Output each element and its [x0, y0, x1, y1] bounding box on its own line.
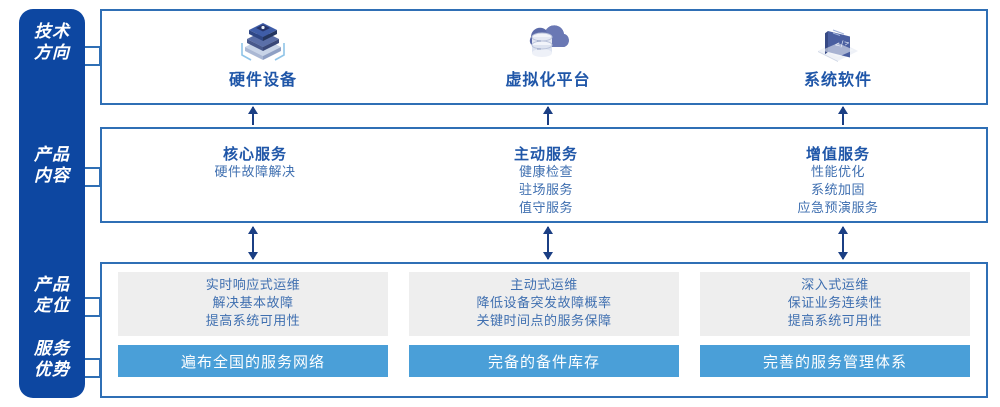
- content-item: 系统加固: [810, 183, 865, 198]
- arrow-up-virtualization: [543, 106, 553, 125]
- server-stack-icon: [233, 17, 293, 63]
- positioning-column-3[interactable]: 深入式运维 保证业务连续性 提高系统可用性 完善的服务管理体系: [700, 272, 970, 377]
- positioning-item: 解决基本故障: [212, 296, 294, 311]
- advantage-band-2[interactable]: 完备的备件库存: [409, 345, 679, 377]
- product-content-section: [100, 127, 988, 223]
- content-column-value-added-service[interactable]: 增值服务 性能优化 系统加固 应急预演服务: [690, 127, 986, 223]
- advantage-band-1[interactable]: 遍布全国的服务网络: [118, 345, 388, 377]
- cloud-database-icon: [518, 17, 578, 63]
- connector-line: [85, 376, 101, 378]
- content-item: 应急预演服务: [797, 201, 879, 216]
- arrow-bidirectional-left: [248, 226, 258, 260]
- positioning-item: 保证业务连续性: [787, 296, 883, 311]
- connector-line: [85, 297, 101, 299]
- tech-label-hardware: 硬件设备: [228, 70, 297, 89]
- connector-line: [85, 358, 101, 360]
- content-column-proactive-service[interactable]: 主动服务 健康检查 驻场服务 值守服务: [398, 127, 694, 223]
- rail-label-tech-direction: 技术 方向: [34, 22, 70, 63]
- content-item: 性能优化: [810, 165, 865, 180]
- connector-line: [85, 167, 101, 169]
- connector-line: [85, 185, 101, 187]
- tech-column-system-software[interactable]: </> 系统软件: [690, 9, 986, 105]
- positioning-item: 深入式运维: [801, 278, 869, 293]
- rail-label-service-advantage: 服务 优势: [34, 339, 70, 380]
- content-item: 值守服务: [518, 201, 573, 216]
- content-column-core-service[interactable]: 核心服务 硬件故障解决: [107, 127, 403, 223]
- positioning-column-1[interactable]: 实时响应式运维 解决基本故障 提高系统可用性 遍布全国的服务网络: [118, 272, 388, 377]
- positioning-panel-3: 深入式运维 保证业务连续性 提高系统可用性: [700, 272, 970, 336]
- rail-label-product-content: 产品 内容: [34, 145, 70, 186]
- positioning-item: 提高系统可用性: [205, 314, 301, 329]
- tech-column-hardware[interactable]: 硬件设备: [115, 9, 411, 105]
- positioning-panel-2: 主动式运维 降低设备突发故障概率 关键时间点的服务保障: [409, 272, 679, 336]
- positioning-column-2[interactable]: 主动式运维 降低设备突发故障概率 关键时间点的服务保障 完备的备件库存: [409, 272, 679, 377]
- tech-label-system-software: 系统软件: [803, 70, 872, 89]
- tech-label-virtualization: 虚拟化平台: [505, 70, 591, 89]
- content-item: 驻场服务: [518, 183, 573, 198]
- content-title-proactive-service: 主动服务: [513, 145, 578, 163]
- connector-line: [85, 315, 101, 317]
- laptop-code-icon: </>: [808, 17, 868, 63]
- connector-line: [85, 64, 101, 66]
- positioning-item: 实时响应式运维: [205, 278, 301, 293]
- advantage-band-3[interactable]: 完善的服务管理体系: [700, 345, 970, 377]
- svg-text:</>: </>: [834, 38, 850, 49]
- arrow-bidirectional-middle: [543, 226, 553, 260]
- positioning-item: 降低设备突发故障概率: [476, 296, 612, 311]
- arrow-bidirectional-right: [838, 226, 848, 260]
- arrow-up-hardware: [248, 106, 258, 125]
- positioning-panel-1: 实时响应式运维 解决基本故障 提高系统可用性: [118, 272, 388, 336]
- category-rail: [19, 9, 85, 398]
- content-title-core-service: 核心服务: [222, 145, 287, 163]
- tech-column-virtualization[interactable]: 虚拟化平台: [400, 9, 696, 105]
- content-title-value-added-service: 增值服务: [805, 145, 870, 163]
- arrow-up-system-software: [838, 106, 848, 125]
- positioning-item: 主动式运维: [510, 278, 578, 293]
- positioning-item: 关键时间点的服务保障: [476, 314, 612, 329]
- content-item: 硬件故障解决: [214, 165, 296, 180]
- content-item: 健康检查: [518, 165, 573, 180]
- positioning-item: 提高系统可用性: [787, 314, 883, 329]
- rail-label-product-positioning: 产品 定位: [34, 275, 70, 316]
- connector-line: [85, 46, 101, 48]
